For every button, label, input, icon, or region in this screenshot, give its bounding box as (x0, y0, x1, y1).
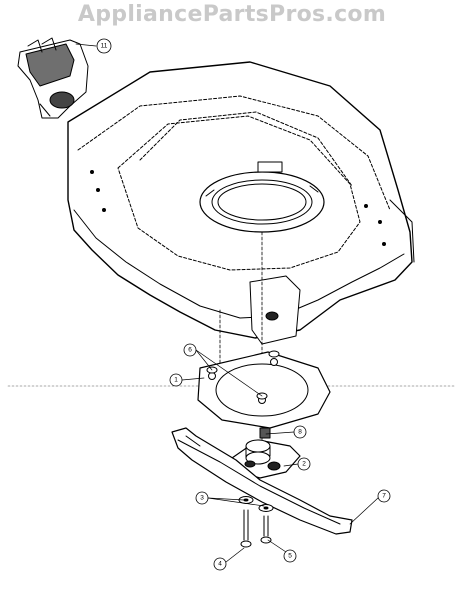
callout-7: 7 (382, 493, 386, 500)
callout-3: 3 (200, 495, 204, 502)
discharge-chute (17, 37, 89, 119)
callout-2: 2 (302, 461, 306, 468)
callout-6: 6 (188, 347, 192, 354)
callout-1: 1 (174, 377, 178, 384)
callout-bubbles (96, 38, 391, 571)
callout-11: 11 (101, 43, 108, 50)
leader-lines (75, 43, 379, 563)
callout-4: 4 (218, 561, 222, 568)
deck-housing (67, 61, 415, 345)
blade-adapter (231, 427, 301, 479)
callout-8: 8 (298, 429, 302, 436)
callout-5: 5 (288, 553, 292, 560)
mower-blade (171, 427, 353, 535)
watermark: AppliancePartsPros.com (77, 2, 387, 27)
baffle-plate (197, 351, 331, 429)
